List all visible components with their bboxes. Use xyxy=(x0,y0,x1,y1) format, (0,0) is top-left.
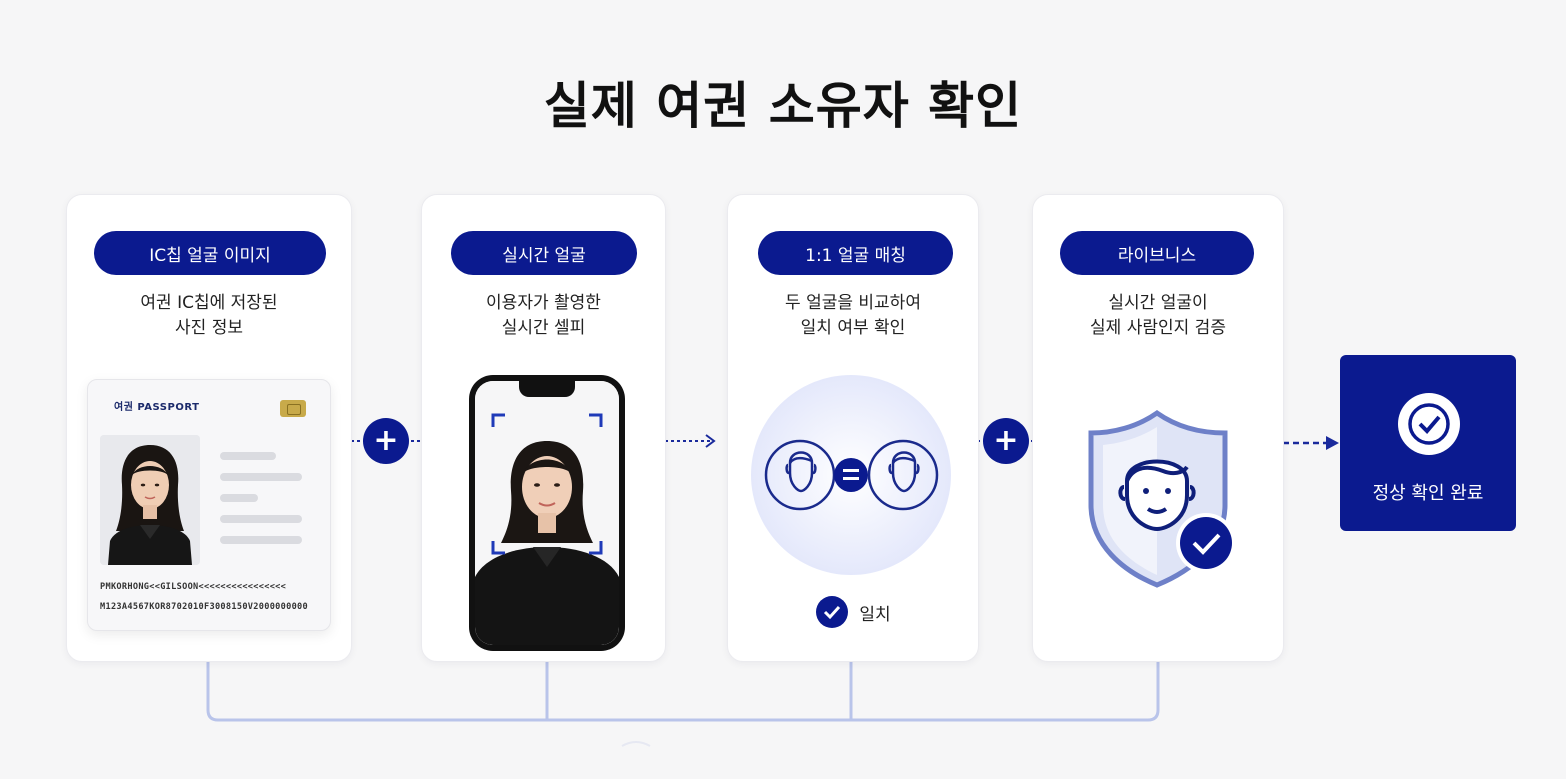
phone-notch xyxy=(519,381,575,397)
mrz-line: M123A4567KOR8702010F3008150V2000000000 xyxy=(100,602,309,612)
verification-complete-label: 정상 확인 완료 xyxy=(1372,483,1484,504)
desc-line: 실시간 얼굴이 xyxy=(1108,293,1208,313)
mrz-line: PMKORHONG<<GILSOON<<<<<<<<<<<<<<<< xyxy=(100,582,287,592)
passport-header: 여권 PASSPORT xyxy=(114,402,200,413)
passport-text-line xyxy=(220,515,302,523)
verification-complete-box: 정상 확인 완료 xyxy=(1340,355,1516,531)
step-description: 두 얼굴을 비교하여 일치 여부 확인 xyxy=(728,291,978,341)
step-label-badge: 라이브니스 xyxy=(1060,231,1254,275)
match-result-label: 일치 xyxy=(859,604,891,625)
desc-line: 여권 IC칩에 저장된 xyxy=(140,293,278,313)
phone-screen xyxy=(475,381,619,645)
step-description: 실시간 얼굴이 실제 사람인지 검증 xyxy=(1033,291,1283,341)
step-card-live-face: 실시간 얼굴 이용자가 촬영한 실시간 셀피 xyxy=(421,194,666,662)
ic-chip-icon xyxy=(280,400,306,417)
passport-text-line xyxy=(220,452,276,460)
desc-line: 실시간 셀피 xyxy=(501,318,586,338)
desc-line: 사진 정보 xyxy=(175,318,243,338)
step-card-ic-chip: IC칩 얼굴 이미지 여권 IC칩에 저장된 사진 정보 여권 PASSPORT xyxy=(66,194,352,662)
step-label-badge: IC칩 얼굴 이미지 xyxy=(94,231,326,275)
plus-icon: + xyxy=(363,418,409,464)
match-result: 일치 xyxy=(728,595,978,629)
smartphone-illustration xyxy=(469,375,625,651)
plus-icon: + xyxy=(983,418,1029,464)
step-label-badge: 1:1 얼굴 매칭 xyxy=(758,231,953,275)
step-description: 이용자가 촬영한 실시간 셀피 xyxy=(422,291,665,341)
check-circle-icon xyxy=(1398,393,1460,455)
step-card-face-matching: 1:1 얼굴 매칭 두 얼굴을 비교하여 일치 여부 확인 xyxy=(727,194,979,662)
desc-line: 실제 사람인지 검증 xyxy=(1090,318,1226,338)
desc-line: 두 얼굴을 비교하여 xyxy=(785,293,921,313)
step-card-liveness: 라이브니스 실시간 얼굴이 실제 사람인지 검증 xyxy=(1032,194,1284,662)
page-title: 실제 여권 소유자 확인 xyxy=(543,77,1023,135)
passport-text-line xyxy=(220,536,302,544)
desc-line: 일치 여부 확인 xyxy=(800,318,906,338)
passport-photo xyxy=(100,435,200,565)
desc-line: 이용자가 촬영한 xyxy=(486,293,601,313)
step-label-badge: 실시간 얼굴 xyxy=(451,231,637,275)
passport-text-line xyxy=(220,473,302,481)
passport-illustration: 여권 PASSPORT PMKORHONG<<GILSOON<<<<<<<<<<… xyxy=(87,379,331,631)
shield-face-icon xyxy=(1088,409,1236,588)
face-match-icon xyxy=(751,375,951,575)
check-circle-icon xyxy=(816,596,849,628)
step-description: 여권 IC칩에 저장된 사진 정보 xyxy=(67,291,351,341)
face-frame-corners xyxy=(491,413,603,555)
passport-text-line xyxy=(220,494,258,502)
